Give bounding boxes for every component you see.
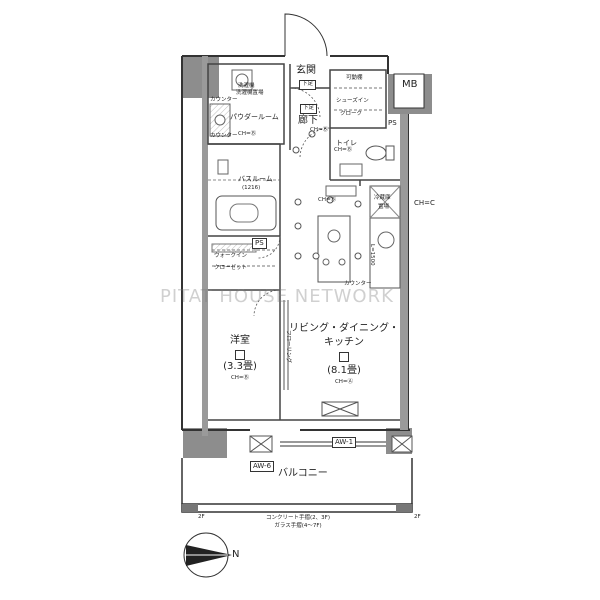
l1500-label: L=1500 <box>369 244 375 266</box>
fridge-label-1: 冷蔵庫 <box>374 195 391 201</box>
mb-box <box>393 73 425 109</box>
ch-label-toilet: CH=Ⓑ <box>334 147 353 153</box>
shoe-closet-label-2: クローク <box>340 111 363 117</box>
entrance-label: 玄関 <box>296 65 316 76</box>
western-ceiling-height: CH=Ⓑ <box>230 375 250 381</box>
powder-room-label: パウダールーム <box>230 113 279 121</box>
floor-2f-left: 2F <box>198 514 205 520</box>
western-light-symbol <box>235 350 245 360</box>
north-label: N <box>232 549 240 560</box>
washer-label-1: 洗濯機 <box>238 83 255 89</box>
shoe-closet-label-1: シューズイン <box>336 98 369 104</box>
bathroom-label: バスルーム <box>238 175 273 183</box>
western-room-size: (3.3畳) <box>223 361 257 372</box>
counter-label-3: カウンター <box>344 281 372 287</box>
ch-c-label: CH=C <box>414 199 435 207</box>
railing-note-2: ガラス手摺(4〜7F) <box>274 523 322 529</box>
balcony-label: バルコニー <box>278 468 328 479</box>
ch-label-powder: CH=Ⓑ <box>238 131 257 137</box>
railing-note-1: コンクリート手摺(2、3F) <box>266 515 330 521</box>
entrance-tag: 下足 <box>299 80 317 90</box>
bathroom-size: (1216) <box>242 185 261 191</box>
ldk-label-1: リビング・ダイニング・ <box>289 323 399 334</box>
ps-label-top: PS <box>388 119 397 127</box>
walkin-label-1: ウォークイン <box>214 253 248 259</box>
western-room-label: 洋室 <box>230 335 250 346</box>
ldk-label-2: キッチン <box>324 337 364 348</box>
aw1-label: AW-1 <box>332 437 357 448</box>
fridge-label-2: 置場 <box>378 204 390 210</box>
column-top-left <box>183 56 219 98</box>
ch-label-hall: CH=Ⓑ <box>310 127 329 133</box>
ldk-ceiling-height: CH=Ⓐ <box>334 379 354 385</box>
mb-label: MB <box>402 79 418 90</box>
flooring-label: フローリング <box>285 330 291 364</box>
hallway-label: 廊下 <box>298 115 318 126</box>
counter-label-1: カウンター <box>210 97 238 103</box>
counter-label-2: カウンター <box>210 133 238 139</box>
hallway-tag: 下足 <box>300 104 318 114</box>
walkin-label-2: クローゼット <box>214 265 248 271</box>
floor-2f-right: 2F <box>414 514 421 520</box>
watermark: PITAT HOUSE NETWORK <box>160 286 394 307</box>
aw6-label: AW-6 <box>250 461 275 472</box>
ldk-light-symbol <box>339 352 349 362</box>
ldk-size: (8.1畳) <box>327 365 361 376</box>
toilet-label: トイレ <box>336 139 357 147</box>
ps-label-mid: PS <box>252 238 267 249</box>
ch-label-kitchen: CH=Ⓑ <box>318 197 337 203</box>
washer-label-2: 洗濯機置場 <box>236 90 264 96</box>
movable-shelf-label: 可動棚 <box>346 75 363 81</box>
